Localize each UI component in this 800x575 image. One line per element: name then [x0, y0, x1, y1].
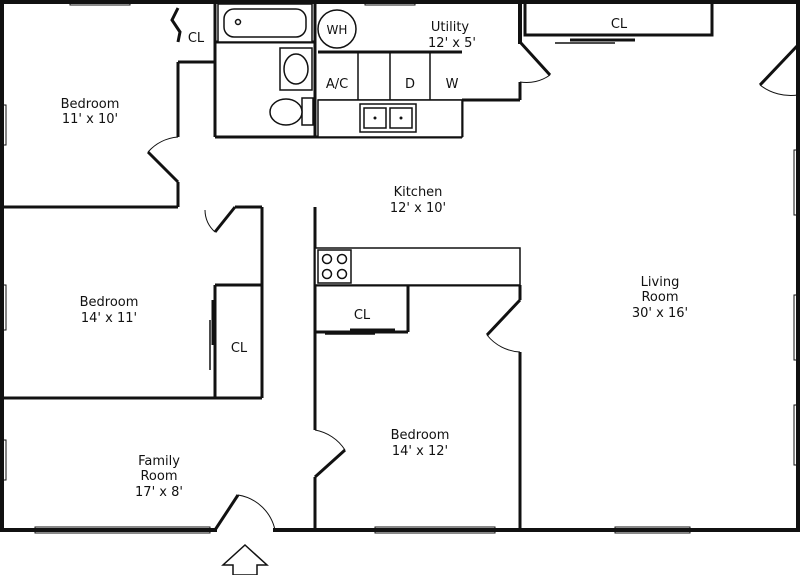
kitchen-size: 12' x 10'	[390, 201, 446, 216]
utility-fixtures: A/C D W	[318, 50, 462, 101]
closet-w-label: CL	[231, 341, 248, 356]
living-room-size: 30' x 16'	[632, 306, 688, 321]
living-room-name-1: Living	[641, 275, 680, 290]
entry-arrow-icon	[221, 543, 269, 575]
family-room-size: 17' x 8'	[135, 485, 183, 500]
bedroom-s-name: Bedroom	[391, 428, 450, 443]
closet-labels: CL CL CL CL	[188, 17, 628, 356]
family-room-name-1: Family	[138, 454, 180, 469]
bedroom-nw-name: Bedroom	[61, 97, 120, 112]
exterior-walls	[0, 0, 800, 532]
toilet	[269, 97, 314, 126]
doors	[146, 40, 800, 531]
utility-size: 12' x 5'	[428, 36, 476, 51]
bath-sink	[279, 47, 313, 91]
utility-closet	[523, 2, 714, 37]
washer-label: W	[446, 77, 459, 92]
room-labels: Bedroom 11' x 10' Bedroom 14' x 11' Fami…	[61, 20, 689, 500]
closet-utility-label: CL	[611, 17, 628, 32]
bedroom-w-name: Bedroom	[80, 295, 139, 310]
bathtub	[217, 3, 313, 43]
kitchen-sink	[317, 99, 463, 138]
stove-counter	[314, 247, 521, 286]
closet-doors	[170, 7, 635, 370]
kitchen-name: Kitchen	[394, 185, 443, 200]
closet-kitchen-label: CL	[354, 308, 371, 323]
dryer-label: D	[405, 77, 415, 92]
bedroom-s-size: 14' x 12'	[392, 444, 448, 459]
utility-name: Utility	[431, 20, 470, 35]
family-room-name-2: Room	[140, 469, 177, 484]
closet-nw-label: CL	[188, 31, 205, 46]
bedroom-w-size: 14' x 11'	[81, 311, 137, 326]
bedroom-nw-size: 11' x 10'	[62, 112, 118, 127]
water-heater: WH	[317, 9, 357, 49]
living-room-name-2: Room	[641, 290, 678, 305]
water-heater-label: WH	[327, 23, 348, 37]
ac-label: A/C	[326, 77, 348, 92]
